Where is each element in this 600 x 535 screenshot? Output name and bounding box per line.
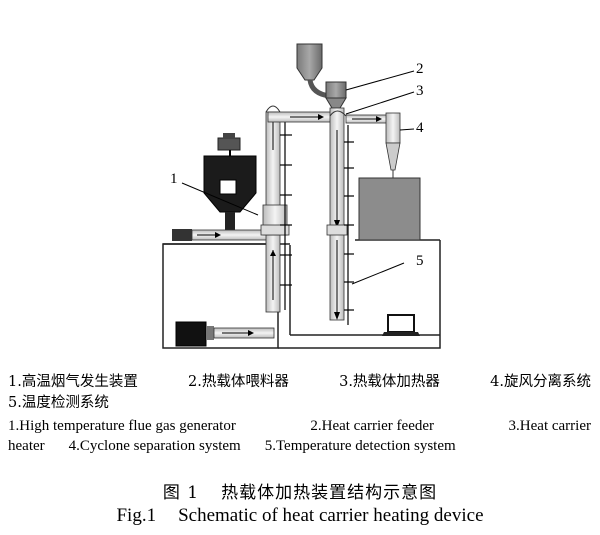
caption-cn-label: 图 1: [162, 483, 200, 503]
callout-4: 4: [416, 120, 424, 136]
top-transfer-pipe: [267, 111, 339, 123]
heat-carrier-feeder: [296, 43, 347, 109]
legend-cn-item-1: 1.高温烟气发生装置: [8, 374, 138, 390]
cyclone-collector-cabinet: [358, 177, 421, 241]
caption-en-label: Fig.1: [116, 505, 157, 526]
apparatus-schematic: 1 2 3 4 5: [162, 43, 441, 349]
callout-5: 5: [416, 253, 424, 269]
callout-3: 3: [416, 83, 424, 99]
legend-en-item-5: 5.Temperature detection system: [264, 438, 456, 454]
legend-cn-item-4: 4.旋风分离系统: [490, 374, 591, 390]
laptop-icon: [382, 314, 420, 336]
callout-2: 2: [416, 61, 424, 77]
legend-cn-item-3: 3.热载体加热器: [339, 374, 440, 390]
temperature-probe-ladder-left: [280, 120, 292, 310]
legend-en-item-3b: heater: [8, 438, 45, 454]
callout-1: 1: [170, 171, 178, 187]
legend-en-item-2: 2.Heat carrier feeder: [310, 418, 435, 434]
legend-en-item-3a: 3.Heat carrier: [508, 418, 591, 434]
heat-carrier-heater: [326, 107, 348, 321]
legend-en-item-1: 1.High temperature flue gas generator: [8, 418, 236, 434]
caption-en-title: Schematic of heat carrier heating device: [178, 505, 484, 526]
temperature-probe-ladder-right: [344, 125, 354, 325]
burner-unit: [175, 321, 275, 347]
legend-cn-item-2: 2.热载体喂料器: [188, 374, 289, 390]
figure-caption-english: Fig.1 Schematic of heat carrier heating d…: [0, 505, 600, 527]
legend-chinese: 1.高温烟气发生装置 2.热载体喂料器 3.热载体加热器 4.旋风分离系统 5.…: [8, 372, 596, 413]
figure-caption-chinese: 图 1 热载体加热装置结构示意图: [0, 478, 600, 503]
cyclone-separator: [345, 112, 401, 178]
horizontal-feed-pipe: [172, 229, 273, 241]
legend-english: 1.High temperature flue gas generator 2.…: [8, 416, 596, 456]
legend-cn-item-5: 5.温度检测系统: [8, 395, 109, 411]
flue-gas-generator: [203, 133, 257, 234]
legend-en-item-4: 4.Cyclone separation system: [68, 438, 241, 454]
callout-leaders: [181, 70, 415, 285]
caption-cn-title: 热载体加热装置结构示意图: [221, 483, 438, 503]
